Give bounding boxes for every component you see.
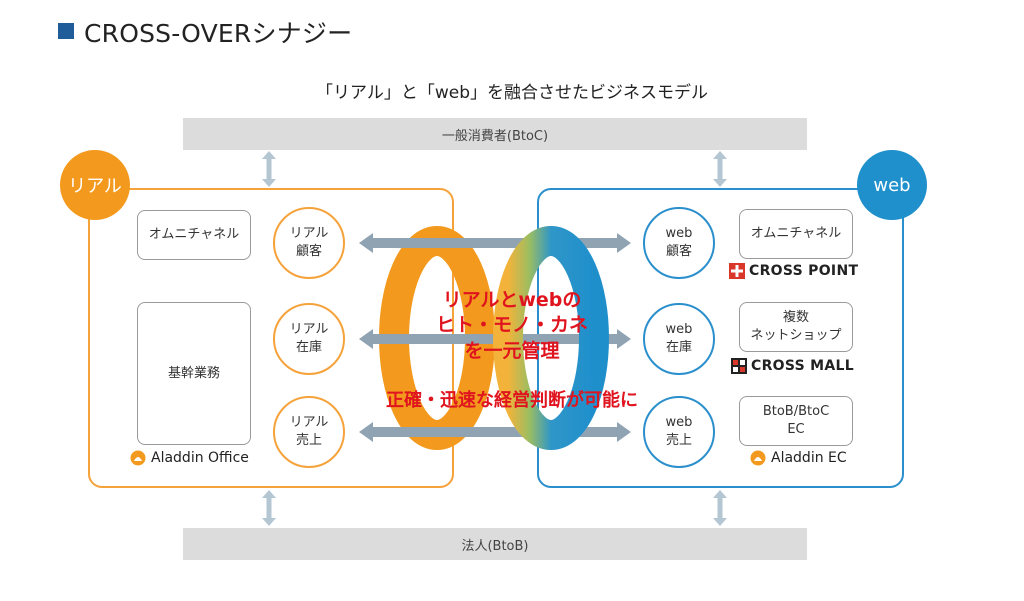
- real-label: リアル: [68, 176, 122, 197]
- web-inventory-line2: 在庫: [665, 340, 692, 355]
- right-omnichannel-line1: オムニチャネル: [750, 226, 842, 242]
- title-square-icon: [58, 23, 74, 39]
- consumer-bar-label: 一般消費者(BtoC): [441, 128, 549, 144]
- aladdin-office-text: Aladdin Office: [151, 450, 249, 466]
- aladdin-ec-logo: Aladdin EC: [750, 450, 847, 466]
- web-sales-line2: 売上: [665, 433, 692, 448]
- real-customer-circle: リアル顧客: [273, 207, 345, 279]
- cross-point-logo-icon: [729, 263, 745, 279]
- aladdin-office-logo: Aladdin Office: [130, 450, 249, 466]
- page-title: CROSS-OVERシナジー: [84, 19, 353, 48]
- btob-btoc-ec-line1: BtoB/BtoC: [762, 404, 830, 420]
- center-message: リアルとwebの ヒト・モノ・カネ を一元管理: [0, 288, 1024, 364]
- web-customer-line2: 顧客: [665, 244, 692, 259]
- web-label-circle: web: [857, 150, 927, 220]
- real-sales-line1: リアル: [289, 415, 329, 431]
- cross-point-logo: CROSS POINT: [729, 263, 858, 279]
- cross-mall-logo: CROSS MALL: [731, 358, 854, 374]
- real-customer-line1: リアル: [289, 226, 329, 242]
- aladdin-lamp-logo-icon: [750, 450, 766, 466]
- core-business-label: 基幹業務: [167, 365, 220, 381]
- multi-netshop-line1: 複数: [782, 310, 809, 326]
- real-inventory-circle: リアル在庫: [273, 303, 345, 375]
- page-subtitle: 「リアル」と「web」を融合させたビジネスモデル: [316, 83, 708, 103]
- cross-mall-text: CROSS MALL: [751, 358, 854, 374]
- right-omnichannel-box: オムニチャネル: [739, 209, 853, 259]
- blue-loop: [493, 226, 609, 450]
- consumer-bar: 一般消費者(BtoC): [183, 118, 807, 150]
- real-sales-line2: 売上: [295, 433, 322, 448]
- web-sales-circle: web 売上: [643, 396, 715, 468]
- business-bar-label: 法人(BtoB): [461, 538, 529, 554]
- web-customer-circle: web 顧客: [643, 207, 715, 279]
- cross-mall-logo-icon: [731, 358, 747, 374]
- cross-point-text: CROSS POINT: [749, 263, 859, 279]
- left-omnichannel-box: オムニチャネル: [137, 210, 251, 260]
- left-omnichannel-label: オムニチャネル: [148, 227, 240, 243]
- center-conclusion: 正確・迅速な経営判断が可能に: [0, 386, 1024, 412]
- btob-btoc-ec-line2: EC: [787, 422, 805, 437]
- web-customer-line1: web: [665, 226, 693, 242]
- web-inventory-circle: web 在庫: [643, 303, 715, 375]
- real-inventory-line1: リアル: [289, 322, 329, 338]
- web-inventory-line1: web: [665, 322, 693, 338]
- aladdin-ec-text: Aladdin EC: [771, 450, 847, 466]
- web-label: web: [873, 174, 911, 196]
- multi-netshop-box: 複数ネットショップ: [739, 302, 853, 352]
- center-line1: リアルとwebの: [442, 289, 582, 311]
- arrow-customer-icon: [359, 233, 631, 253]
- real-label-circle: リアル: [60, 150, 130, 220]
- center-line4: 正確・迅速な経営判断が可能に: [386, 390, 638, 411]
- btob-btoc-ec-box: BtoB/BtoC EC: [739, 396, 853, 446]
- center-line2: ヒト・モノ・カネ: [435, 314, 588, 337]
- core-business-box: 基幹業務: [137, 302, 251, 445]
- aladdin-lamp-logo-icon: [130, 450, 146, 466]
- real-sales-circle: リアル売上: [273, 396, 345, 468]
- multi-netshop-line2: ネットショップ: [750, 328, 842, 343]
- business-bar: 法人(BtoB): [183, 528, 807, 560]
- web-sales-line1: web: [665, 415, 693, 431]
- real-customer-line2: 顧客: [295, 244, 322, 259]
- center-line3: を一元管理: [464, 339, 560, 362]
- real-inventory-line2: 在庫: [295, 340, 322, 355]
